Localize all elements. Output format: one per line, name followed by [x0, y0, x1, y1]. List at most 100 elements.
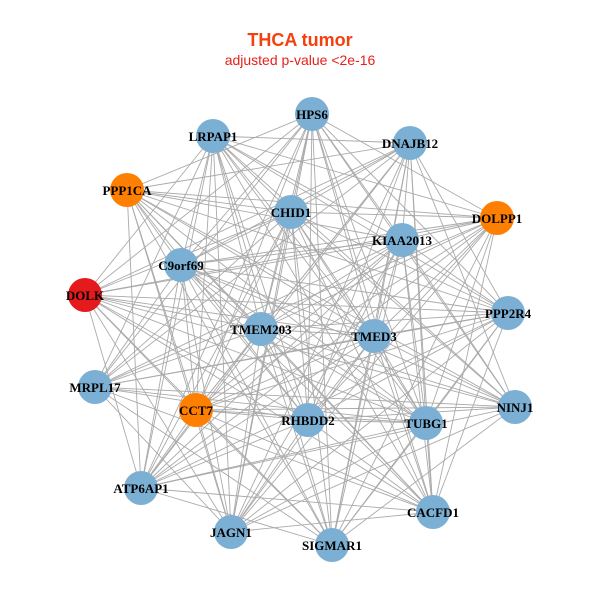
- edge-LRPAP1-DNAJB12: [212, 135, 411, 144]
- edge-CHID1-PPP2R4: [290, 211, 509, 314]
- edge-DOLPP1-SIGMAR1: [331, 217, 498, 546]
- edge-CHID1-TMED3: [290, 211, 375, 337]
- node-label-MRPL17: MRPL17: [69, 380, 121, 395]
- edge-DNAJB12-PPP1CA: [126, 142, 411, 191]
- edge-CHID1-TUBG1: [290, 211, 427, 424]
- node-TMEM203[interactable]: [244, 312, 278, 346]
- edge-PPP1CA-RHBDD2: [126, 189, 309, 421]
- node-RHBDD2[interactable]: [291, 403, 325, 437]
- node-DOLPP1[interactable]: [480, 201, 514, 235]
- edge-TMED3-MRPL17: [94, 335, 375, 388]
- edge-DOLK-RHBDD2: [84, 294, 309, 421]
- edge-CHID1-TMEM203: [260, 211, 292, 330]
- edge-CHID1-ATP6AP1: [140, 211, 292, 489]
- edge-LRPAP1-DOLK: [84, 135, 214, 296]
- edge-KIAA2013-NINJ1: [401, 239, 516, 408]
- edge-DOLK-CACFD1: [84, 294, 434, 513]
- edge-NINJ1-RHBDD2: [307, 406, 516, 421]
- node-label-TUBG1: TUBG1: [404, 416, 447, 431]
- edge-NINJ1-JAGN1: [230, 406, 516, 533]
- node-CHID1[interactable]: [274, 195, 308, 229]
- edge-DNAJB12-DOLK: [84, 142, 411, 296]
- edge-TMED3-NINJ1: [373, 335, 516, 408]
- node-label-ATP6AP1: ATP6AP1: [113, 481, 168, 496]
- edge-PPP1CA-ATP6AP1: [126, 189, 142, 489]
- edge-DNAJB12-PPP2R4: [409, 142, 509, 314]
- edge-KIAA2013-SIGMAR1: [331, 239, 403, 546]
- node-LRPAP1[interactable]: [196, 119, 230, 153]
- edge-RHBDD2-JAGN1: [230, 419, 309, 533]
- edge-LRPAP1-CACFD1: [212, 135, 434, 513]
- edge-TMEM203-CCT7: [195, 328, 262, 411]
- edge-PPP1CA-DOLPP1: [126, 189, 498, 219]
- edges: [84, 113, 516, 546]
- edge-C9orf69-ATP6AP1: [140, 264, 182, 489]
- node-PPP1CA[interactable]: [110, 173, 144, 207]
- node-JAGN1[interactable]: [214, 515, 248, 549]
- edge-PPP1CA-KIAA2013: [126, 189, 403, 241]
- edge-LRPAP1-CHID1: [212, 135, 292, 213]
- node-MRPL17[interactable]: [78, 370, 112, 404]
- edge-C9orf69-NINJ1: [180, 264, 516, 408]
- node-PPP2R4[interactable]: [491, 296, 525, 330]
- edge-NINJ1-SIGMAR1: [331, 406, 516, 546]
- edge-DOLK-PPP2R4: [84, 294, 509, 314]
- edge-DOLK-TMEM203: [84, 294, 262, 330]
- edge-C9orf69-CACFD1: [180, 264, 434, 513]
- node-label-PPP1CA: PPP1CA: [102, 183, 152, 198]
- edge-LRPAP1-ATP6AP1: [140, 135, 214, 489]
- edge-HPS6-TMED3: [311, 113, 375, 337]
- node-label-CHID1: CHID1: [271, 205, 311, 220]
- edge-DOLPP1-ATP6AP1: [140, 217, 498, 489]
- edge-HPS6-CACFD1: [311, 113, 434, 513]
- edge-PPP1CA-CHID1: [126, 189, 292, 213]
- node-TUBG1[interactable]: [409, 406, 443, 440]
- node-HPS6[interactable]: [295, 97, 329, 131]
- node-ATP6AP1[interactable]: [124, 471, 158, 505]
- node-NINJ1[interactable]: [498, 390, 532, 424]
- node-TMED3[interactable]: [357, 319, 391, 353]
- edge-TMED3-CCT7: [195, 335, 375, 411]
- edge-LRPAP1-C9orf69: [180, 135, 214, 266]
- node-C9orf69[interactable]: [164, 248, 198, 282]
- node-DOLK[interactable]: [68, 278, 102, 312]
- edge-HPS6-PPP1CA: [126, 113, 313, 191]
- node-CCT7[interactable]: [179, 393, 213, 427]
- edge-PPP1CA-SIGMAR1: [126, 189, 333, 546]
- edge-DOLPP1-CCT7: [195, 217, 498, 411]
- node-CACFD1[interactable]: [416, 495, 450, 529]
- edge-CCT7-RHBDD2: [195, 409, 309, 421]
- edge-KIAA2013-PPP2R4: [401, 239, 509, 314]
- edge-TUBG1-SIGMAR1: [331, 422, 427, 546]
- edge-CCT7-CACFD1: [195, 409, 434, 513]
- edge-CHID1-NINJ1: [290, 211, 516, 408]
- edge-DOLPP1-C9orf69: [180, 217, 498, 266]
- edge-MRPL17-TUBG1: [94, 386, 427, 424]
- edge-CHID1-SIGMAR1: [290, 211, 333, 546]
- node-label-CCT7: CCT7: [179, 403, 213, 418]
- node-KIAA2013[interactable]: [385, 223, 419, 257]
- edge-DOLK-TMED3: [84, 294, 375, 337]
- node-label-PPP2R4: PPP2R4: [485, 306, 532, 321]
- edge-PPP2R4-CACFD1: [432, 312, 509, 513]
- node-DNAJB12[interactable]: [393, 126, 427, 160]
- edge-PPP1CA-TUBG1: [126, 189, 427, 424]
- edge-TMED3-RHBDD2: [307, 335, 375, 421]
- edge-DOLPP1-MRPL17: [94, 217, 498, 388]
- edge-CHID1-JAGN1: [230, 211, 292, 533]
- edge-KIAA2013-TMEM203: [260, 239, 403, 330]
- node-label-RHBDD2: RHBDD2: [281, 413, 334, 428]
- edge-DNAJB12-CHID1: [290, 142, 411, 213]
- edge-CCT7-JAGN1: [195, 409, 232, 533]
- edge-DNAJB12-ATP6AP1: [140, 142, 411, 489]
- edge-CCT7-SIGMAR1: [195, 409, 333, 546]
- edge-TMEM203-NINJ1: [260, 328, 516, 408]
- edge-DOLPP1-JAGN1: [230, 217, 498, 533]
- edge-PPP2R4-CCT7: [195, 312, 509, 411]
- edge-PPP2R4-JAGN1: [230, 312, 509, 533]
- edge-DOLK-ATP6AP1: [84, 294, 142, 489]
- node-SIGMAR1[interactable]: [315, 528, 349, 562]
- edge-HPS6-DOLK: [84, 113, 313, 296]
- edge-KIAA2013-CACFD1: [401, 239, 434, 513]
- edge-C9orf69-CCT7: [180, 264, 197, 411]
